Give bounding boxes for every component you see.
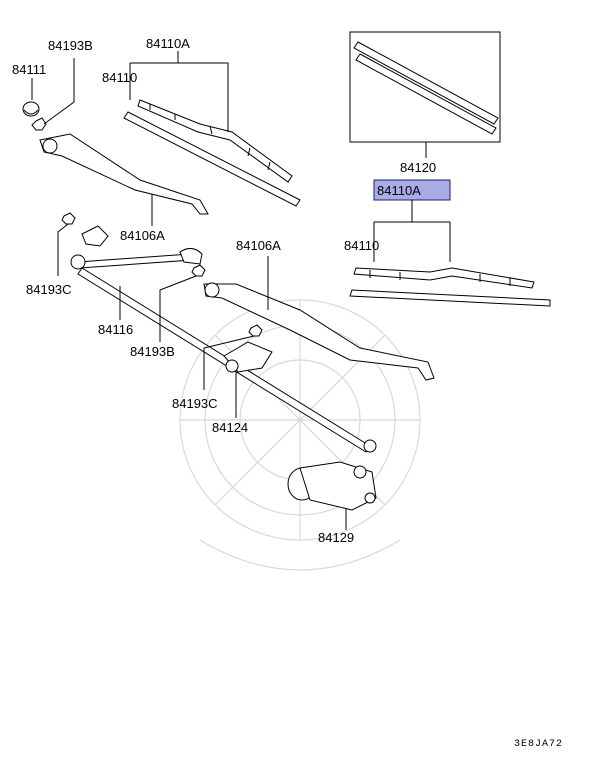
label-84110-right: 84110 <box>344 238 379 253</box>
crank-arm[interactable] <box>223 341 273 373</box>
wiper-arm-left[interactable] <box>39 133 209 215</box>
label-84110-top: 84110 <box>102 70 137 85</box>
label-84110a-highlight: 84110A <box>377 183 421 198</box>
label-84193b-top: 84193B <box>48 38 93 53</box>
wiper-arm-right[interactable] <box>203 282 435 381</box>
label-84193c-left: 84193C <box>26 282 72 297</box>
wiper-blade-left[interactable] <box>123 99 301 207</box>
wiper-blade-right[interactable] <box>349 267 551 307</box>
blade-refill-box[interactable] <box>349 31 501 143</box>
label-84124: 84124 <box>212 420 248 435</box>
label-84106a-right: 84106A <box>236 238 281 253</box>
pivot-nut-mid[interactable] <box>191 264 206 277</box>
pivot-nut-left[interactable] <box>61 212 76 225</box>
watermark-emblem <box>179 299 421 571</box>
label-84129: 84129 <box>318 530 354 545</box>
pivot-nut-top[interactable] <box>31 117 47 131</box>
label-84106a-left: 84106A <box>120 228 165 243</box>
wiper-linkage[interactable] <box>70 225 377 453</box>
label-84116: 84116 <box>98 322 133 337</box>
pivot-nut-lower[interactable] <box>248 324 263 337</box>
label-84111: 84111 <box>12 62 46 77</box>
label-84110a-top: 84110A <box>146 36 190 51</box>
label-84120: 84120 <box>400 160 436 175</box>
label-84193c-mid: 84193C <box>172 396 218 411</box>
label-84193b-mid: 84193B <box>130 344 175 359</box>
diagram-code: 3E8JA72 <box>514 739 563 750</box>
wiper-motor[interactable] <box>287 461 377 511</box>
pivot-cap[interactable] <box>22 101 40 117</box>
